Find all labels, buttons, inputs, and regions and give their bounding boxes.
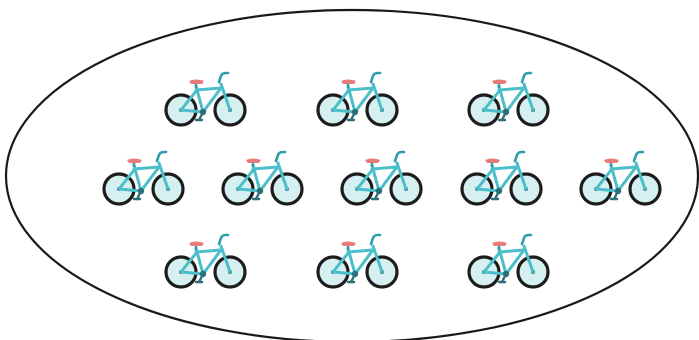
bicycle-frame <box>482 244 535 276</box>
bicycle-frame <box>355 161 408 193</box>
bicycle-seat <box>341 79 356 84</box>
bicycle-frame <box>236 161 289 193</box>
bicycle-icon <box>316 233 399 289</box>
bicycle-handlebar <box>393 150 406 163</box>
bicycle-seat <box>127 158 142 163</box>
bicycle-icon <box>467 71 550 127</box>
bicycle-seat <box>189 241 204 246</box>
bicycle-icon <box>102 150 185 206</box>
bicycle-handlebar <box>520 71 533 84</box>
group-ellipse <box>5 8 699 340</box>
bicycle-handlebar <box>217 71 230 84</box>
bicycle-frame <box>117 161 170 193</box>
bicycle-handlebar <box>520 233 533 246</box>
bicycle-frame <box>331 244 384 276</box>
bicycle-icon <box>316 71 399 127</box>
bicycle-handlebar <box>369 71 382 84</box>
bicycle-handlebar <box>513 150 526 163</box>
bicycle-icon <box>164 71 247 127</box>
bicycle-frame <box>331 82 384 114</box>
bicycle-frame <box>475 161 528 193</box>
bicycle-icon <box>164 233 247 289</box>
bicycle-seat <box>189 79 204 84</box>
bicycle-seat <box>604 158 619 163</box>
bicycle-handlebar <box>274 150 287 163</box>
bicycle-icon <box>221 150 304 206</box>
bicycle-handlebar <box>369 233 382 246</box>
bicycle-frame <box>179 82 232 114</box>
bicycle-seat <box>492 241 507 246</box>
bicycle-handlebar <box>217 233 230 246</box>
bicycle-seat <box>246 158 261 163</box>
bicycle-seat <box>485 158 500 163</box>
bicycle-icon <box>460 150 543 206</box>
bicycle-seat <box>365 158 380 163</box>
bicycle-handlebar <box>155 150 168 163</box>
bicycle-frame <box>482 82 535 114</box>
bicycle-frame <box>179 244 232 276</box>
bicycle-icon <box>579 150 662 206</box>
bicycle-icon <box>340 150 423 206</box>
bicycle-handlebar <box>632 150 645 163</box>
bicycle-frame <box>594 161 647 193</box>
bicycle-seat <box>492 79 507 84</box>
bicycles-group <box>102 71 662 289</box>
bicycle-icon <box>467 233 550 289</box>
bicycle-seat <box>341 241 356 246</box>
